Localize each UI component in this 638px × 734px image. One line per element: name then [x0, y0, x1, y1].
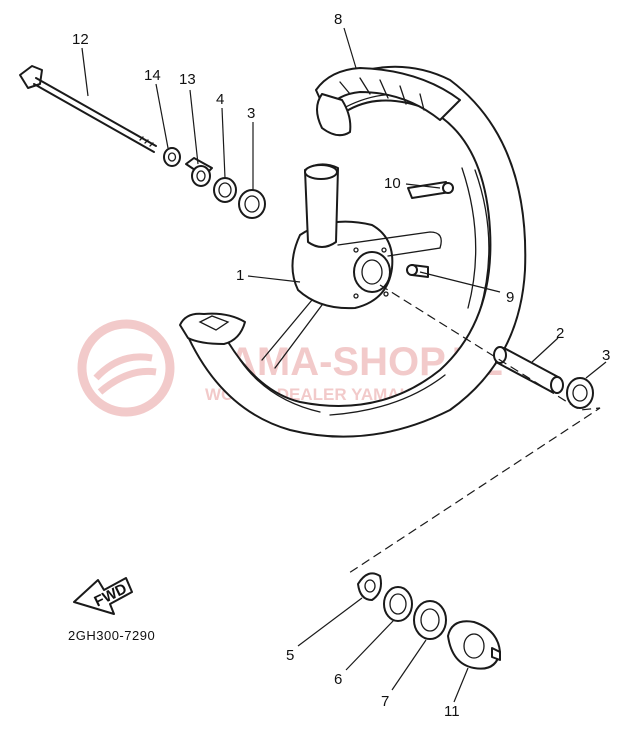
- callout-4: 4: [216, 91, 224, 108]
- callout-5: 5: [286, 647, 294, 664]
- callout-13: 13: [179, 71, 196, 88]
- drawing-code: 2GH300-7290: [68, 628, 155, 643]
- plug-9: [406, 264, 429, 278]
- retainer-5: [357, 572, 382, 601]
- callout-6: 6: [334, 671, 342, 688]
- oil-seal-4: [213, 177, 237, 203]
- wheel-rim: [179, 65, 527, 438]
- watermark-logo: [77, 319, 175, 417]
- callout-2: 2: [556, 325, 564, 342]
- callout-14: 14: [144, 67, 161, 84]
- leader-lines: [81, 27, 607, 703]
- axle: [19, 65, 157, 153]
- callout-7: 7: [381, 693, 389, 710]
- callout-11: 11: [444, 703, 460, 720]
- gear-unit-11: [447, 620, 501, 670]
- assembly-line: [345, 284, 601, 576]
- valve-10: [407, 181, 454, 199]
- collar-2: [493, 346, 564, 394]
- fwd-arrow-icon: FWD: [73, 577, 133, 615]
- callout-10: 10: [384, 175, 401, 192]
- callout-9: 9: [506, 289, 514, 306]
- collar-14: [163, 147, 181, 167]
- callout-3-lower: 3: [602, 347, 610, 364]
- hub: [261, 163, 442, 369]
- callouts: 12 14 13 4 3 8 10 1 9 2 3 5 6 7 11: [72, 11, 610, 720]
- callout-1: 1: [236, 267, 244, 284]
- oil-seal-6: [383, 586, 413, 622]
- callout-3-upper: 3: [247, 105, 255, 122]
- bearing-7: [413, 600, 447, 640]
- callout-12: 12: [72, 31, 89, 48]
- spacer-13: [185, 157, 213, 187]
- callout-8: 8: [334, 11, 342, 28]
- bearing-3-upper: [238, 189, 266, 219]
- bearing-3-lower: [566, 377, 594, 409]
